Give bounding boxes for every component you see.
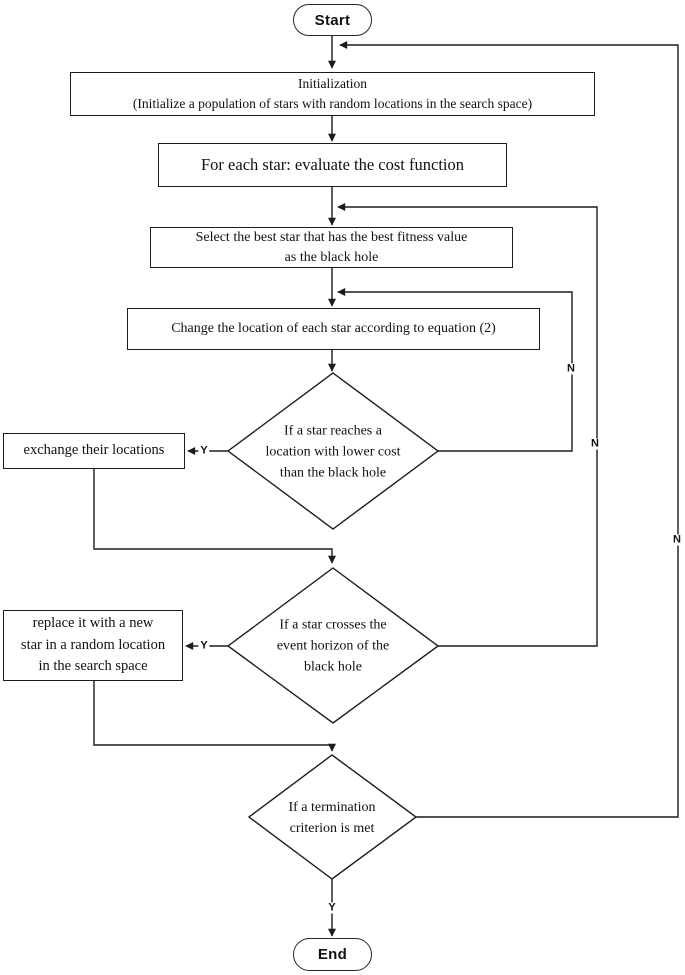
replace-star-line2: star in a random location bbox=[20, 636, 166, 653]
event-horizon-yes-label: Y bbox=[198, 639, 210, 652]
termination-yes-label: Y bbox=[326, 901, 338, 914]
event-horizon-no-label: N bbox=[589, 437, 601, 450]
edge-replace-to-decision-termination bbox=[93, 681, 336, 752]
end-label: End bbox=[317, 946, 348, 963]
select-black-hole-line1: Select the best star that has the best f… bbox=[195, 229, 468, 245]
decision-termination-diamond bbox=[247, 754, 418, 880]
start-node: Start bbox=[293, 4, 372, 36]
lower-cost-no-label: N bbox=[565, 362, 577, 375]
exchange-locations-box: exchange their locations bbox=[3, 433, 185, 469]
lower-cost-yes-label: Y bbox=[198, 444, 210, 457]
evaluate-cost-box: For each star: evaluate the cost functio… bbox=[158, 143, 507, 187]
select-black-hole-box: Select the best star that has the best f… bbox=[150, 227, 513, 268]
decision-lower-cost-diamond bbox=[226, 372, 440, 530]
exchange-locations-label: exchange their locations bbox=[23, 442, 165, 459]
end-node: End bbox=[293, 938, 372, 971]
replace-star-line1: replace it with a new bbox=[32, 614, 154, 631]
decision-event-horizon-diamond bbox=[226, 567, 440, 724]
start-label: Start bbox=[314, 11, 351, 29]
change-location-label: Change the location of each star accordi… bbox=[171, 320, 496, 336]
edge-event-horizon-no-loop bbox=[337, 203, 598, 647]
initialization-detail: (Initialize a population of stars with r… bbox=[132, 96, 533, 111]
evaluate-cost-label: For each star: evaluate the cost functio… bbox=[201, 155, 464, 175]
edge-termination-no-loop bbox=[339, 41, 679, 818]
initialization-box: Initialization (Initialize a population … bbox=[70, 72, 595, 116]
termination-no-label: N bbox=[671, 533, 683, 546]
select-black-hole-line2: as the black hole bbox=[284, 249, 379, 265]
replace-star-line3: in the search space bbox=[38, 658, 148, 675]
edge-exchange-to-decision-event-horizon bbox=[93, 469, 336, 564]
change-location-box: Change the location of each star accordi… bbox=[127, 308, 540, 350]
replace-star-box: replace it with a new star in a random l… bbox=[3, 610, 183, 681]
initialization-title: Initialization bbox=[298, 76, 367, 92]
